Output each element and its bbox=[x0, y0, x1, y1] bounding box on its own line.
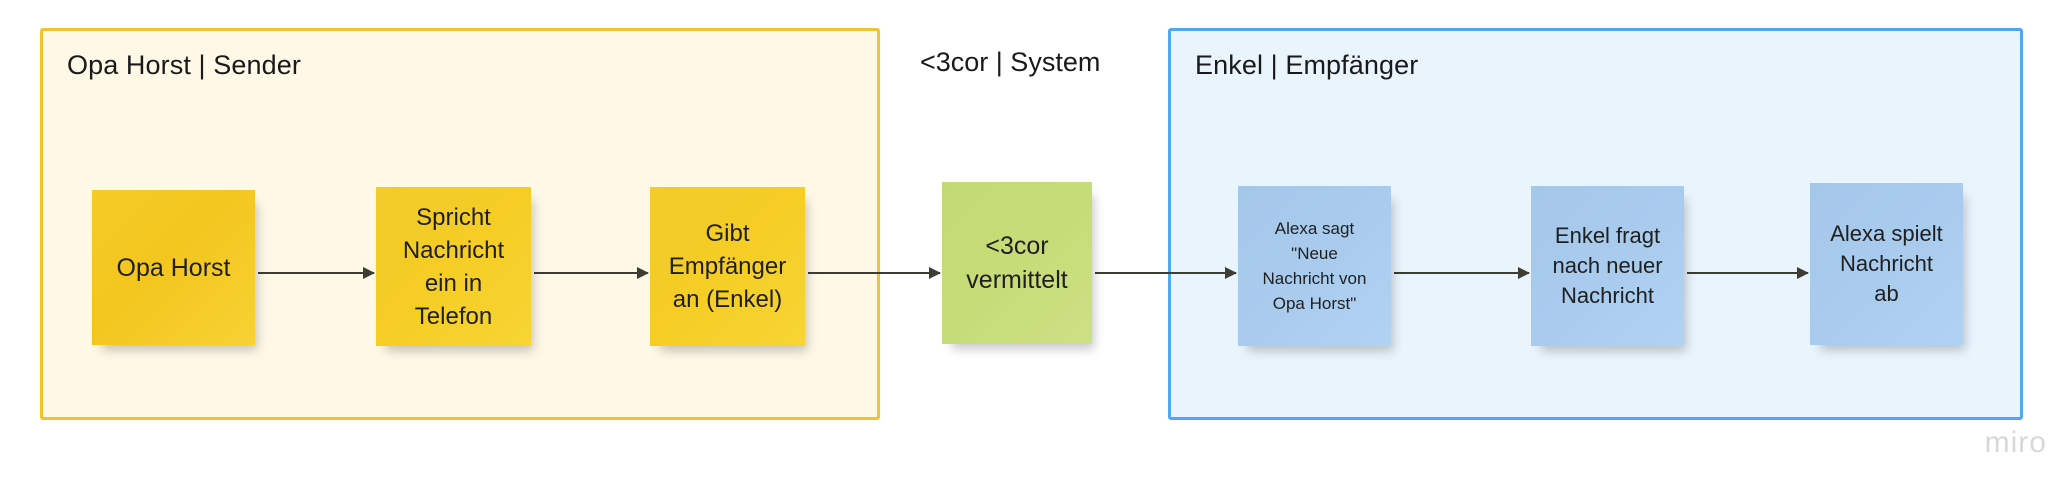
swimlane-receiver-title: Enkel | Empfänger bbox=[1195, 50, 1419, 80]
connector-arrow-vermittelt-to-alexa-sagt[interactable] bbox=[1095, 267, 1237, 279]
swimlane-sender-title: Opa Horst | Sender bbox=[67, 50, 301, 80]
connector-arrow-opa-horst-to-spricht[interactable] bbox=[258, 267, 375, 279]
sticky-note-text: Gibt Empfänger an (Enkel) bbox=[668, 220, 787, 313]
sticky-note-opa-horst[interactable]: Opa Horst bbox=[92, 190, 255, 345]
sticky-note-text: Alexa sagt "Neue Nachricht von Opa Horst… bbox=[1262, 219, 1367, 313]
swimlane-system-title: <3cor | System bbox=[920, 47, 1101, 77]
sticky-note-gibt-empfaenger-an-enkel[interactable]: Gibt Empfänger an (Enkel) bbox=[650, 187, 805, 346]
sticky-note-text: Opa Horst bbox=[116, 253, 231, 282]
sticky-note-text: Alexa spielt Nachricht ab bbox=[1830, 221, 1943, 306]
sticky-note-enkel-fragt-nach-neuer-nachricht[interactable]: Enkel fragt nach neuer Nachricht bbox=[1531, 186, 1684, 346]
connector-arrow-enkel-fragt-to-alexa-spielt[interactable] bbox=[1687, 267, 1809, 279]
sticky-note-text: Enkel fragt nach neuer Nachricht bbox=[1552, 223, 1663, 308]
sticky-note-alexa-sagt-neue-nachricht[interactable]: Alexa sagt "Neue Nachricht von Opa Horst… bbox=[1238, 186, 1391, 346]
sticky-note-spricht-nachricht-ein-in-telefon[interactable]: Spricht Nachricht ein in Telefon bbox=[376, 187, 531, 346]
connector-arrow-alexa-sagt-to-enkel-fragt[interactable] bbox=[1394, 267, 1530, 279]
sticky-note-text: Spricht Nachricht ein in Telefon bbox=[402, 203, 505, 330]
connector-arrow-spricht-to-gibt[interactable] bbox=[534, 267, 649, 279]
miro-watermark: miro bbox=[1984, 426, 2047, 459]
connector-arrow-gibt-to-vermittelt[interactable] bbox=[808, 267, 941, 279]
sticky-note-text: <3cor vermittelt bbox=[966, 232, 1068, 294]
sticky-note-3cor-vermittelt[interactable]: <3cor vermittelt bbox=[942, 182, 1092, 344]
sticky-note-alexa-spielt-nachricht-ab[interactable]: Alexa spielt Nachricht ab bbox=[1810, 183, 1963, 345]
